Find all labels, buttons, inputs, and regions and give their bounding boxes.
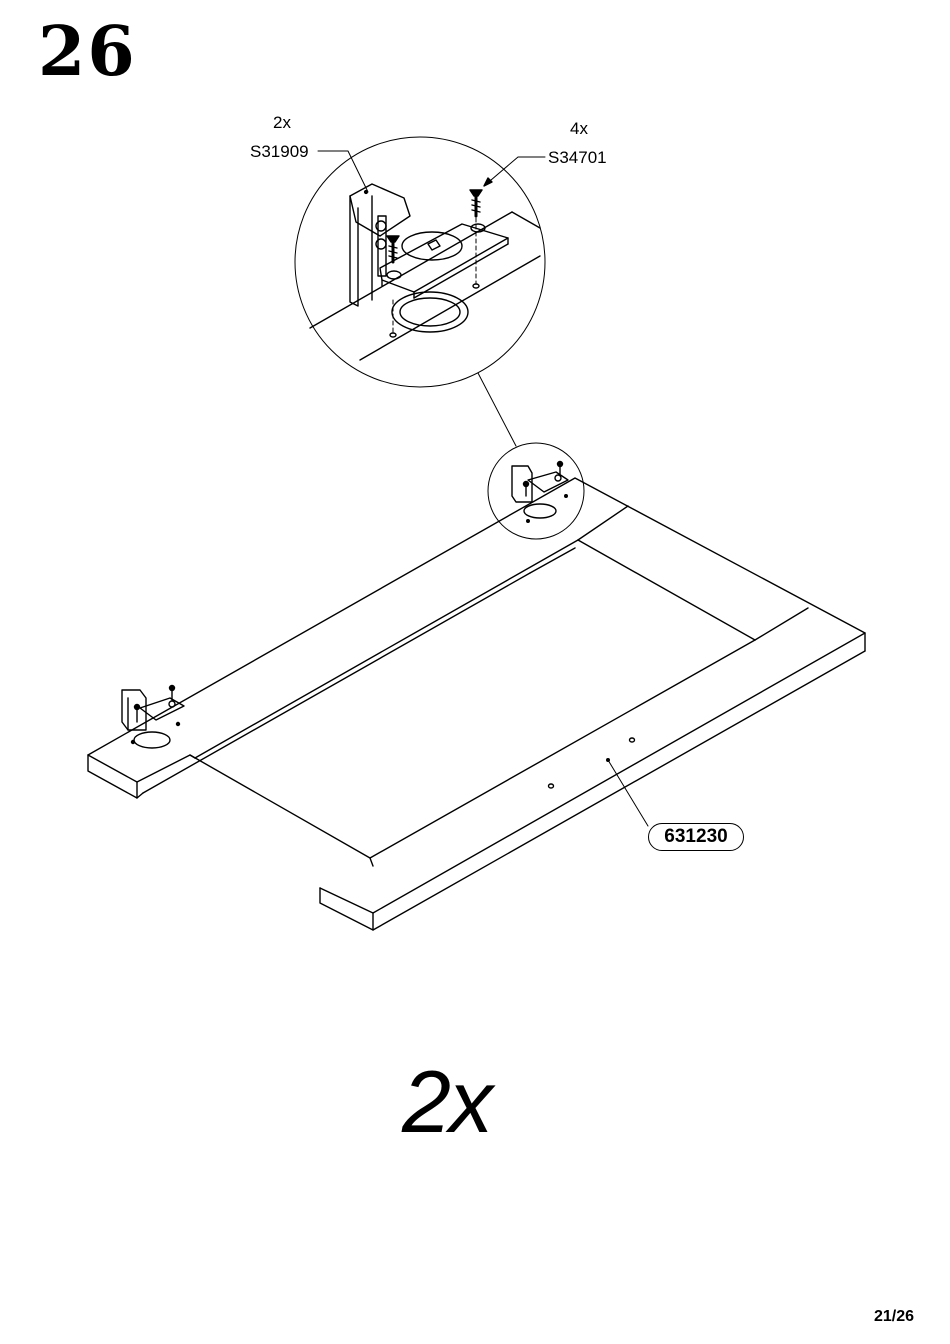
quantity-label: 2x (402, 1058, 491, 1146)
part-number-badge: 631230 (648, 823, 744, 851)
screw-bottom (387, 236, 399, 262)
magnified-hinge-detail (295, 137, 545, 387)
hinge-left (122, 686, 184, 749)
detail-marker (488, 443, 584, 539)
page-number: 21/26 (874, 1308, 914, 1326)
door-panel (88, 478, 865, 930)
detail-connector (478, 373, 516, 446)
screw-top (470, 190, 482, 216)
